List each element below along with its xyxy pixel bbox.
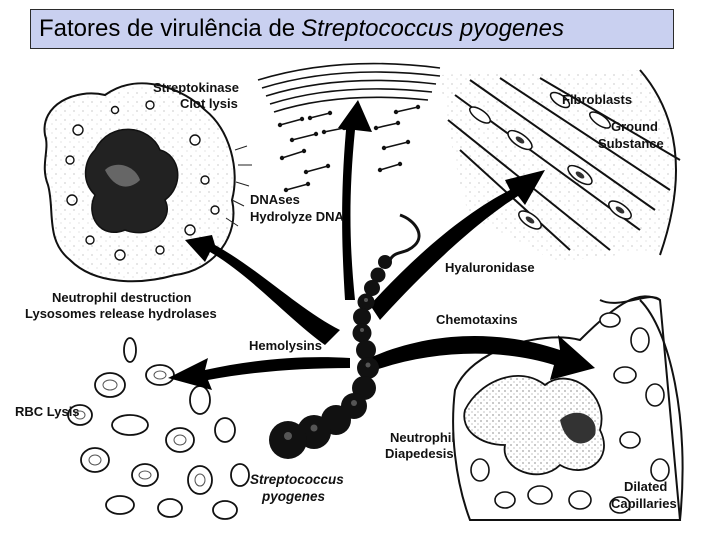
label-substance: Substance xyxy=(598,136,664,151)
label-dilated: Dilated xyxy=(624,479,667,494)
neutrophil-destruction-illustration xyxy=(43,82,252,283)
label-hyaluronidase: Hyaluronidase xyxy=(445,260,535,275)
label-chemotaxins: Chemotaxins xyxy=(436,312,518,327)
label-streptococcus: Streptococcus xyxy=(250,472,344,487)
label-rbc-lysis: RBC Lysis xyxy=(15,404,80,419)
label-fibroblasts: Fibroblasts xyxy=(562,92,632,107)
dna-dots xyxy=(277,104,421,193)
red-blood-cells-illustration xyxy=(67,337,250,520)
label-capillaries: Capillaries xyxy=(611,496,677,511)
title-box: Fatores de virulência de Streptococcus p… xyxy=(30,9,674,49)
dna-fragments-illustration xyxy=(257,62,441,191)
label-streptokinase: Streptokinase xyxy=(153,80,239,95)
label-ground: Ground xyxy=(611,119,658,134)
label-dnases: DNAses xyxy=(250,192,300,207)
connective-tissue-illustration xyxy=(440,69,681,262)
streptococcus-chain xyxy=(269,213,421,459)
label-lysosomes: Lysosomes release hydrolases xyxy=(25,306,217,321)
label-hydrolyze-dna: Hydrolyze DNA xyxy=(250,209,345,224)
label-neutrophil: Neutrophil xyxy=(390,430,455,445)
label-clot-lysis: Clot lysis xyxy=(180,96,238,111)
title-text: Fatores de virulência de xyxy=(39,15,296,42)
rbc-inner xyxy=(74,370,206,487)
label-neutrophil-destruction: Neutrophil destruction xyxy=(52,290,191,305)
label-diapedesis: Diapedesis xyxy=(385,446,454,461)
label-pyogenes: pyogenes xyxy=(261,489,326,504)
title-italic-text: Streptococcus pyogenes xyxy=(301,15,564,42)
arrows xyxy=(168,100,595,390)
label-hemolysins: Hemolysins xyxy=(249,338,322,353)
